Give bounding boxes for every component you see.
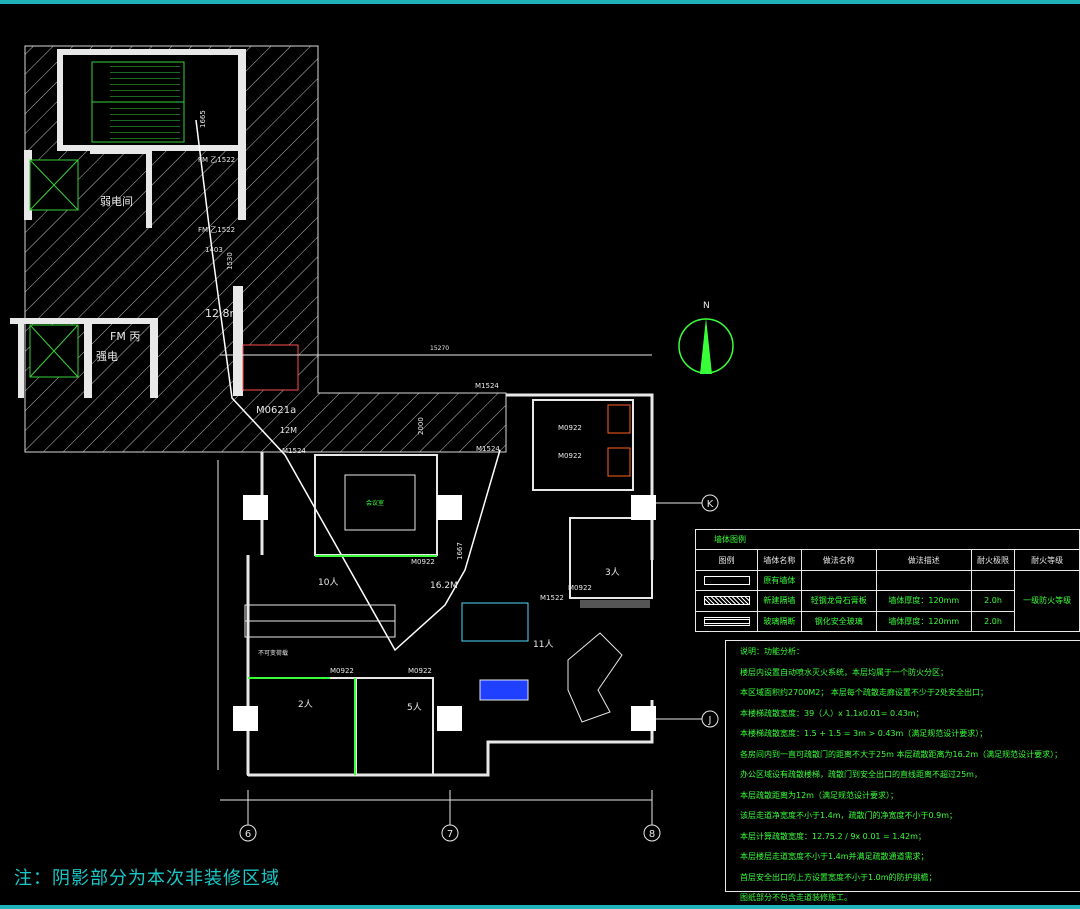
stair-core <box>10 49 299 398</box>
label-meeting: 会议室 <box>366 499 384 507</box>
legend-cell: 一级防火等级 <box>1014 569 1080 633</box>
note-line: 本层计算疏散宽度：12.75.2 / 9x 0.01 = 1.42m； <box>740 831 926 841</box>
legend-header: 耐火极限 <box>970 549 1016 571</box>
footer-note: 注：阴影部分为本次非装修区域 <box>14 868 280 889</box>
dim-1403: 1403 <box>205 246 223 254</box>
evacuation-route <box>195 119 501 652</box>
columns <box>233 495 656 731</box>
legend-cell: 轻钢龙骨石膏板 <box>800 590 877 612</box>
door-m0621a: M0621a <box>256 405 296 416</box>
label-office-2: 2人 <box>298 699 313 710</box>
dim-16-2m: 16.2M <box>430 581 458 591</box>
note-line: 说明：功能分析： <box>740 647 804 656</box>
note-line: 各房间内到一直可疏散门的距离不大于25m 本层疏散距离为16.2m（满足规范设计… <box>740 749 1063 759</box>
dim-2000: 2000 <box>417 417 425 435</box>
door-m0922f: M0922 <box>330 667 354 675</box>
axis-k: K <box>707 499 714 510</box>
door-m0922e: M0922 <box>408 667 432 675</box>
axis-8: 8 <box>649 829 655 840</box>
door-m1522: M1522 <box>540 594 564 602</box>
dim-1665: 1665 <box>199 110 207 128</box>
legend-row: 玻璃隔断 钢化安全玻璃 墙体厚度：120mm 2.0h <box>694 610 1080 633</box>
axis-j: J <box>708 715 712 726</box>
legend-header: 耐火等级 <box>1014 549 1080 571</box>
door-m1524c: M1524 <box>476 445 500 453</box>
note-line: 图纸部分不包含走道装修施工。 <box>740 893 852 902</box>
label-office-3: 3人 <box>605 567 620 578</box>
door-fmz1: FM 乙1522 <box>198 156 235 164</box>
note-line: 本层疏散距离为12m（满足规范设计要求）； <box>740 790 898 800</box>
legend-cell: 墙体厚度：120mm <box>875 590 972 612</box>
axis-7: 7 <box>447 829 453 840</box>
note-line: 本区域面积约2700M2； 本层每个疏散走廊设置不少于2处安全出口； <box>740 688 988 697</box>
dim-12m: 12M <box>280 426 297 435</box>
door-m0922a: M0922 <box>558 424 582 432</box>
note-line: 楼层内设置自动喷水灭火系统，本层均属于一个防火分区； <box>740 667 948 677</box>
legend-cell: 墙体厚度：120mm <box>875 610 972 633</box>
door-m1524a: M1524 <box>475 382 499 390</box>
legend-header: 墙体名称 <box>757 549 802 571</box>
design-notes: 说明：功能分析： 楼层内设置自动喷水灭火系统，本层均属于一个防火分区； 本区域面… <box>725 640 1080 902</box>
room-elec-well: 弱电间 <box>100 195 133 208</box>
note-line: 办公区域设有疏散楼梯，疏散门到安全出口的直线距离不超过25m， <box>740 770 982 779</box>
note-line: 本层楼层走道宽度不小于1.4m并满足疏散通道需求； <box>740 852 929 861</box>
room-strong-elec: 强电 <box>96 350 118 363</box>
legend-cell: 2.0h <box>970 610 1016 633</box>
grid-axes <box>217 354 719 842</box>
label-office-5: 5人 <box>407 702 422 713</box>
label-workstation-10: 10人 <box>318 577 338 588</box>
legend-cell: 钢化安全玻璃 <box>800 610 877 633</box>
swatch-new-partition <box>703 596 750 606</box>
swatch-glass <box>703 616 750 626</box>
legend-header: 做法描述 <box>875 549 972 571</box>
legend-header: 做法名称 <box>800 549 877 571</box>
legend-cell: 2.0h <box>970 590 1016 612</box>
north-arrow: N <box>678 301 734 374</box>
frame-top-border <box>0 0 1080 4</box>
frame-bottom-border <box>0 905 1080 909</box>
dim-top-total: 15270 <box>430 345 449 352</box>
north-label: N <box>703 301 710 311</box>
label-no-load: 不可变荷载 <box>258 649 288 657</box>
axis-6: 6 <box>245 829 251 840</box>
door-m1524b: M1524 <box>282 447 306 455</box>
dim-12-8m: 12.8m <box>205 307 240 320</box>
door-m0922d: M0922 <box>568 584 592 592</box>
legend-cell: 玻璃隔断 <box>757 610 802 633</box>
dim-1530: 1530 <box>226 252 234 270</box>
door-m0922c: M0922 <box>411 558 435 566</box>
legend-row: 原有墙体 一级防火等级 <box>694 569 1080 633</box>
dim-1667: 1667 <box>456 542 464 560</box>
note-line: 首层安全出口的上方设置宽度不小于1.0m的防护挑檐； <box>740 872 937 882</box>
wall-legend-table: 墙体图例 图例 墙体名称 做法名称 做法描述 耐火极限 耐火等级 原有墙体 一级… <box>694 528 1080 633</box>
legend-cell: 新建隔墙 <box>757 590 802 612</box>
door-m0922b: M0922 <box>558 452 582 460</box>
note-line: 本楼梯疏散宽度：39（人）x 1.1x0.01= 0.43m； <box>740 708 924 718</box>
legend-title: 墙体图例 <box>695 528 1080 551</box>
legend-cell: 原有墙体 <box>757 569 802 592</box>
door-fmz2: FM 乙1522 <box>198 226 235 234</box>
note-line: 该层走道净宽度不小于1.4m，疏散门的净宽度不小于0.9m； <box>740 811 958 820</box>
swatch-existing <box>703 575 750 585</box>
room-fm: FM 丙 <box>110 330 140 343</box>
note-line: 本楼梯疏散宽度：1.5 + 1.5 = 3m > 0.43m（满足规范设计要求）… <box>740 729 988 738</box>
label-workstation-11: 11人 <box>533 639 553 650</box>
legend-header: 图例 <box>694 549 759 571</box>
legend-row: 新建隔墙 轻钢龙骨石膏板 墙体厚度：120mm 2.0h <box>694 590 1080 612</box>
